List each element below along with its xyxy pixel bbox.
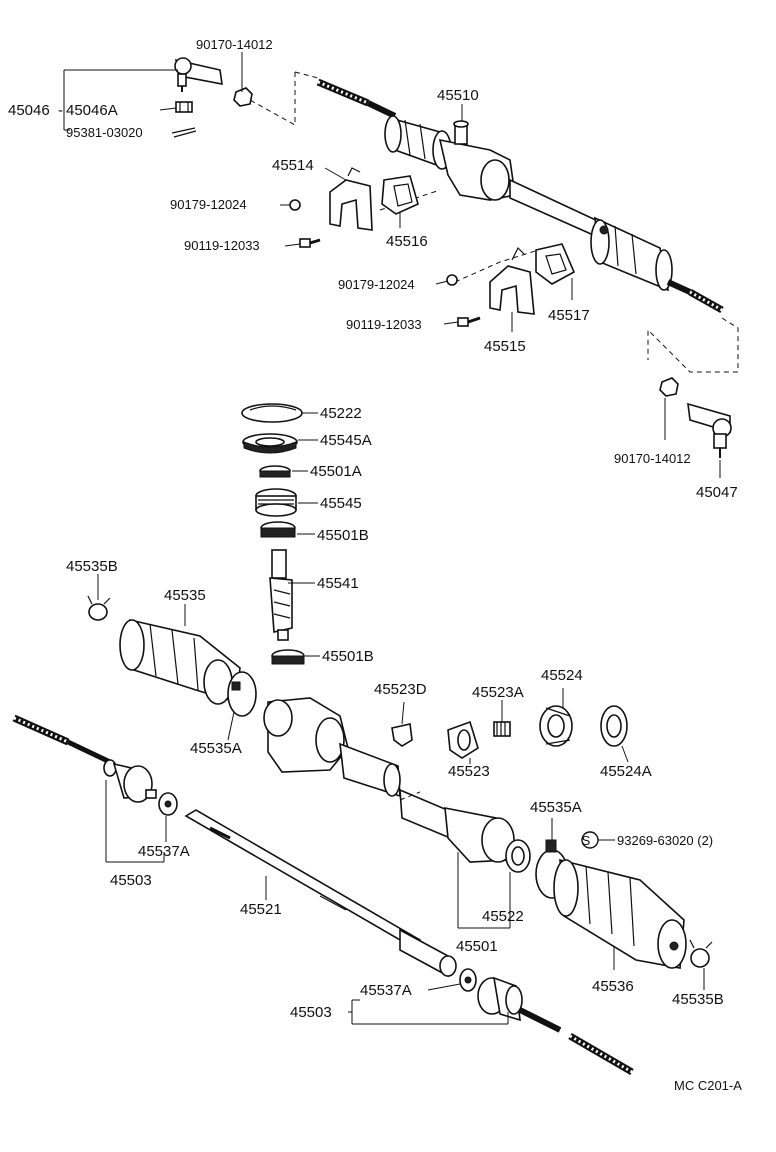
- clip-45535B-right: [689, 939, 713, 990]
- label-45501: 45501: [456, 938, 498, 955]
- rack-bar-45521: [184, 809, 457, 978]
- leader-lines-top: [63, 52, 721, 478]
- label-45537A-left: 45537A: [138, 843, 190, 860]
- label-90119-12033-b: 90119-12033: [346, 317, 422, 332]
- boot-45535: [119, 604, 241, 705]
- cap-45222: [241, 403, 303, 423]
- label-45535B-right: 45535B: [672, 991, 724, 1008]
- label-45516: 45516: [386, 233, 428, 250]
- label-45222: 45222: [320, 405, 362, 422]
- label-45541: 45541: [317, 575, 359, 592]
- label-45524: 45524: [541, 667, 583, 684]
- bracket-45514: [329, 167, 373, 231]
- label-45535A-right: 45535A: [530, 799, 582, 816]
- label-45545: 45545: [320, 495, 362, 512]
- bolt-90119-a: [284, 238, 321, 248]
- rack-housing-lower: [263, 697, 515, 863]
- leader-lines-pinion: [288, 412, 320, 657]
- label-45514: 45514: [272, 157, 314, 174]
- label-45046-dash: -: [58, 102, 63, 119]
- label-45503-right: 45503: [290, 1004, 332, 1021]
- bushing-45522: [505, 839, 531, 873]
- label-45515: 45515: [484, 338, 526, 355]
- spring-cap-45523D: [391, 701, 413, 747]
- label-93269-63020: 93269-63020 (2): [617, 833, 713, 848]
- lock-nut-45545A: [242, 433, 298, 454]
- bracket-lines-45501: [457, 852, 511, 929]
- bracket-45515: [489, 246, 535, 315]
- washer-45537A-right: [427, 968, 477, 992]
- plug-45524: [539, 688, 573, 747]
- label-45545A: 45545A: [320, 432, 372, 449]
- label-s-marker: S: [582, 833, 591, 848]
- label-90179-12024-b: 90179-12024: [338, 277, 415, 292]
- tie-rod-end-left-45046: [174, 57, 223, 92]
- pinion-stack: [241, 403, 320, 665]
- pinion-shaft-45541: [269, 549, 293, 641]
- label-90170-14012-bottom: 90170-14012: [614, 451, 691, 466]
- label-45501B-upper: 45501B: [317, 527, 369, 544]
- label-95381-03020: 95381-03020: [66, 125, 143, 140]
- bearing-45501A: [259, 465, 291, 478]
- label-45047: 45047: [696, 484, 738, 501]
- rack-guide-45523: [447, 720, 479, 764]
- top-rack-assembly: [63, 52, 739, 478]
- rack-boot-right: [590, 216, 673, 292]
- label-45521: 45521: [240, 901, 282, 918]
- label-45524A: 45524A: [600, 763, 652, 780]
- label-catalog-code: MC C201-A: [674, 1078, 742, 1093]
- label-45523: 45523: [448, 763, 490, 780]
- label-45510: 45510: [437, 87, 479, 104]
- label-45517: 45517: [548, 307, 590, 324]
- label-45046: 45046: [8, 102, 50, 119]
- bracket-lines-45503-left: [105, 780, 165, 863]
- part-labels: 90170-14012 45046 - 45046A 95381-03020 4…: [8, 37, 742, 1093]
- label-45046A: 45046A: [66, 102, 118, 119]
- label-45523A: 45523A: [472, 684, 524, 701]
- bearing-45501B-lower: [271, 649, 305, 665]
- label-45522: 45522: [482, 908, 524, 925]
- boot-45536: [553, 858, 687, 970]
- label-45535A-left: 45535A: [190, 740, 242, 757]
- bearing-45501B-upper: [260, 521, 296, 538]
- spring-45523A: [493, 700, 511, 737]
- label-45501A: 45501A: [310, 463, 362, 480]
- label-45523D: 45523D: [374, 681, 427, 698]
- bolt-90119-b: [443, 316, 481, 327]
- plug-45545: [255, 488, 297, 517]
- lower-rack-assembly: [12, 574, 713, 1076]
- label-90179-12024-a: 90179-12024: [170, 197, 247, 212]
- label-45503-left: 45503: [110, 872, 152, 889]
- label-45537A-right: 45537A: [360, 982, 412, 999]
- rack-boot-left: [384, 115, 452, 170]
- rack-threaded-end-left: [316, 78, 397, 119]
- rack-housing-45510: [438, 120, 601, 240]
- bolt-90179-a: [280, 199, 301, 211]
- rack-threaded-end-right: [666, 279, 724, 314]
- tie-rod-end-right-45047: [687, 402, 732, 458]
- label-90119-12033-a: 90119-12033: [184, 238, 260, 253]
- bushing-45516: [381, 175, 419, 215]
- washer-45537A-left: [158, 792, 178, 842]
- label-45535: 45535: [164, 587, 206, 604]
- label-45501B-lower: 45501B: [322, 648, 374, 665]
- bushing-45517: [535, 243, 576, 285]
- lock-nut-90170-top: [233, 87, 253, 107]
- s-note-marker: [581, 831, 615, 849]
- castle-nut-45046A: [175, 101, 193, 113]
- bracket-lines-45503-right: [348, 999, 509, 1025]
- bolt-90179-b: [446, 274, 458, 286]
- lock-nut-90170-bottom: [659, 377, 679, 397]
- cotter-pin-95381: [171, 127, 197, 138]
- label-45536: 45536: [592, 978, 634, 995]
- clamp-45535A-left: [227, 671, 257, 741]
- lock-nut-45524A: [600, 705, 629, 763]
- tie-rod-45503-right: [477, 976, 634, 1076]
- label-45535B-left: 45535B: [66, 558, 118, 575]
- tie-rod-45503-left: [12, 714, 157, 803]
- label-90170-14012-top: 90170-14012: [196, 37, 273, 52]
- clip-45535B-left: [87, 574, 111, 621]
